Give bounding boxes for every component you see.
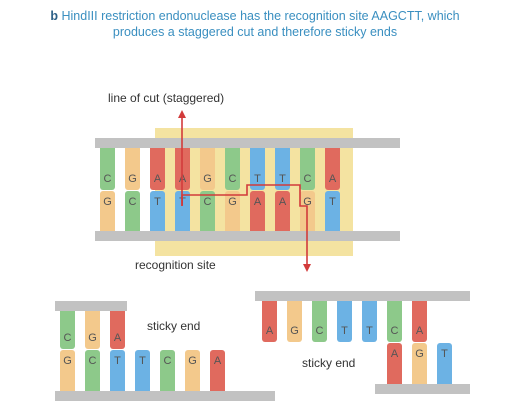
base-letter: G [128,173,137,185]
base-letter: T [254,173,261,185]
caption-text: HindIII restriction endonuclease has the… [61,9,460,39]
base-letter: T [341,325,348,337]
left-fragment-bottom-base: C [160,350,175,391]
left-fragment-top-base: C [60,311,75,349]
base-letter: T [279,173,286,185]
bottom-strand-base: T [325,191,340,231]
right-fragment-bottom-base: T [437,343,452,384]
right-fragment-top-base: T [337,301,352,342]
right-fragment-top-backbone [255,291,470,301]
top-strand-base: G [200,148,215,190]
left-fragment-bottom-base: A [210,350,225,391]
right-fragment-bottom-backbone [375,384,470,394]
left-fragment-bottom-base: G [60,350,75,391]
base-letter: T [114,355,121,367]
base-letter: G [188,355,197,367]
left-fragment-bottom-backbone [55,391,275,401]
sticky-end-label-left: sticky end [147,319,201,333]
base-letter: G [228,196,237,208]
base-letter: C [303,173,312,185]
base-letter: C [203,196,212,208]
left-fragment-bottom-base: T [135,350,150,391]
base-letter: G [103,196,112,208]
top-strand-base: C [225,148,240,190]
base-letter: G [303,196,312,208]
left-fragment-top-base: A [110,311,125,349]
base-letter: A [390,348,399,360]
figure-caption: b HindIII restriction endonuclease has t… [40,8,470,40]
base-letter: C [163,355,172,367]
right-fragment-bottom-base: A [387,343,402,384]
base-letter: A [415,325,424,337]
base-letter: C [315,325,324,337]
base-letter: T [139,355,146,367]
base-letter: A [153,173,162,185]
bottom-strand-base: G [100,191,115,231]
right-fragment-top-base: C [387,301,402,342]
top-strand-base: C [100,148,115,190]
base-letter: A [213,355,222,367]
bottom-strand-base: G [225,191,240,231]
left-fragment-bottom-base: T [110,350,125,391]
bottom-strand-base: C [200,191,215,231]
base-letter: C [103,173,112,185]
right-fragment-top-base: C [312,301,327,342]
left-fragment-bottom-base: C [85,350,100,391]
bottom-strand-base: C [125,191,140,231]
bottom-strand-base: T [150,191,165,231]
base-letter: A [328,173,337,185]
caption-lead: b [50,9,59,23]
base-letter: T [329,196,336,208]
right-fragment-bottom-base: G [412,343,427,384]
left-fragment-bottom-base: G [185,350,200,391]
cut-line-staggered [181,184,311,272]
base-letter: T [441,348,448,360]
top-strand-base: T [250,148,265,190]
recognition-site-label: recognition site [135,258,216,272]
base-letter: G [203,173,212,185]
base-letter: A [278,196,287,208]
base-letter: C [63,332,72,344]
right-fragment-top-base: G [287,301,302,342]
right-fragment-top-base: T [362,301,377,342]
right-fragment-top-base: A [262,301,277,342]
bottom-strand-base: A [250,191,265,231]
base-letter: G [88,332,97,344]
base-letter: C [128,196,137,208]
line-of-cut-label: line of cut (staggered) [108,91,225,105]
base-letter: G [63,355,72,367]
bottom-backbone [95,231,400,241]
top-strand-base: C [300,148,315,190]
base-letter: G [415,348,424,360]
top-backbone [95,138,400,148]
left-fragment-top-backbone [55,301,127,311]
base-letter: T [366,325,373,337]
sticky-end-label-right: sticky end [302,356,356,370]
bottom-strand-base: A [275,191,290,231]
base-letter: A [253,196,262,208]
base-letter: A [265,325,274,337]
right-fragment-top-base: A [412,301,427,342]
base-letter: A [113,332,122,344]
base-letter: T [154,196,161,208]
top-strand-base: G [125,148,140,190]
left-fragment-top-base: G [85,311,100,349]
base-letter: C [228,173,237,185]
top-strand-base: T [275,148,290,190]
top-strand-base: A [325,148,340,190]
base-letter: C [88,355,97,367]
top-strand-base: A [150,148,165,190]
base-letter: C [390,325,399,337]
base-letter: G [290,325,299,337]
